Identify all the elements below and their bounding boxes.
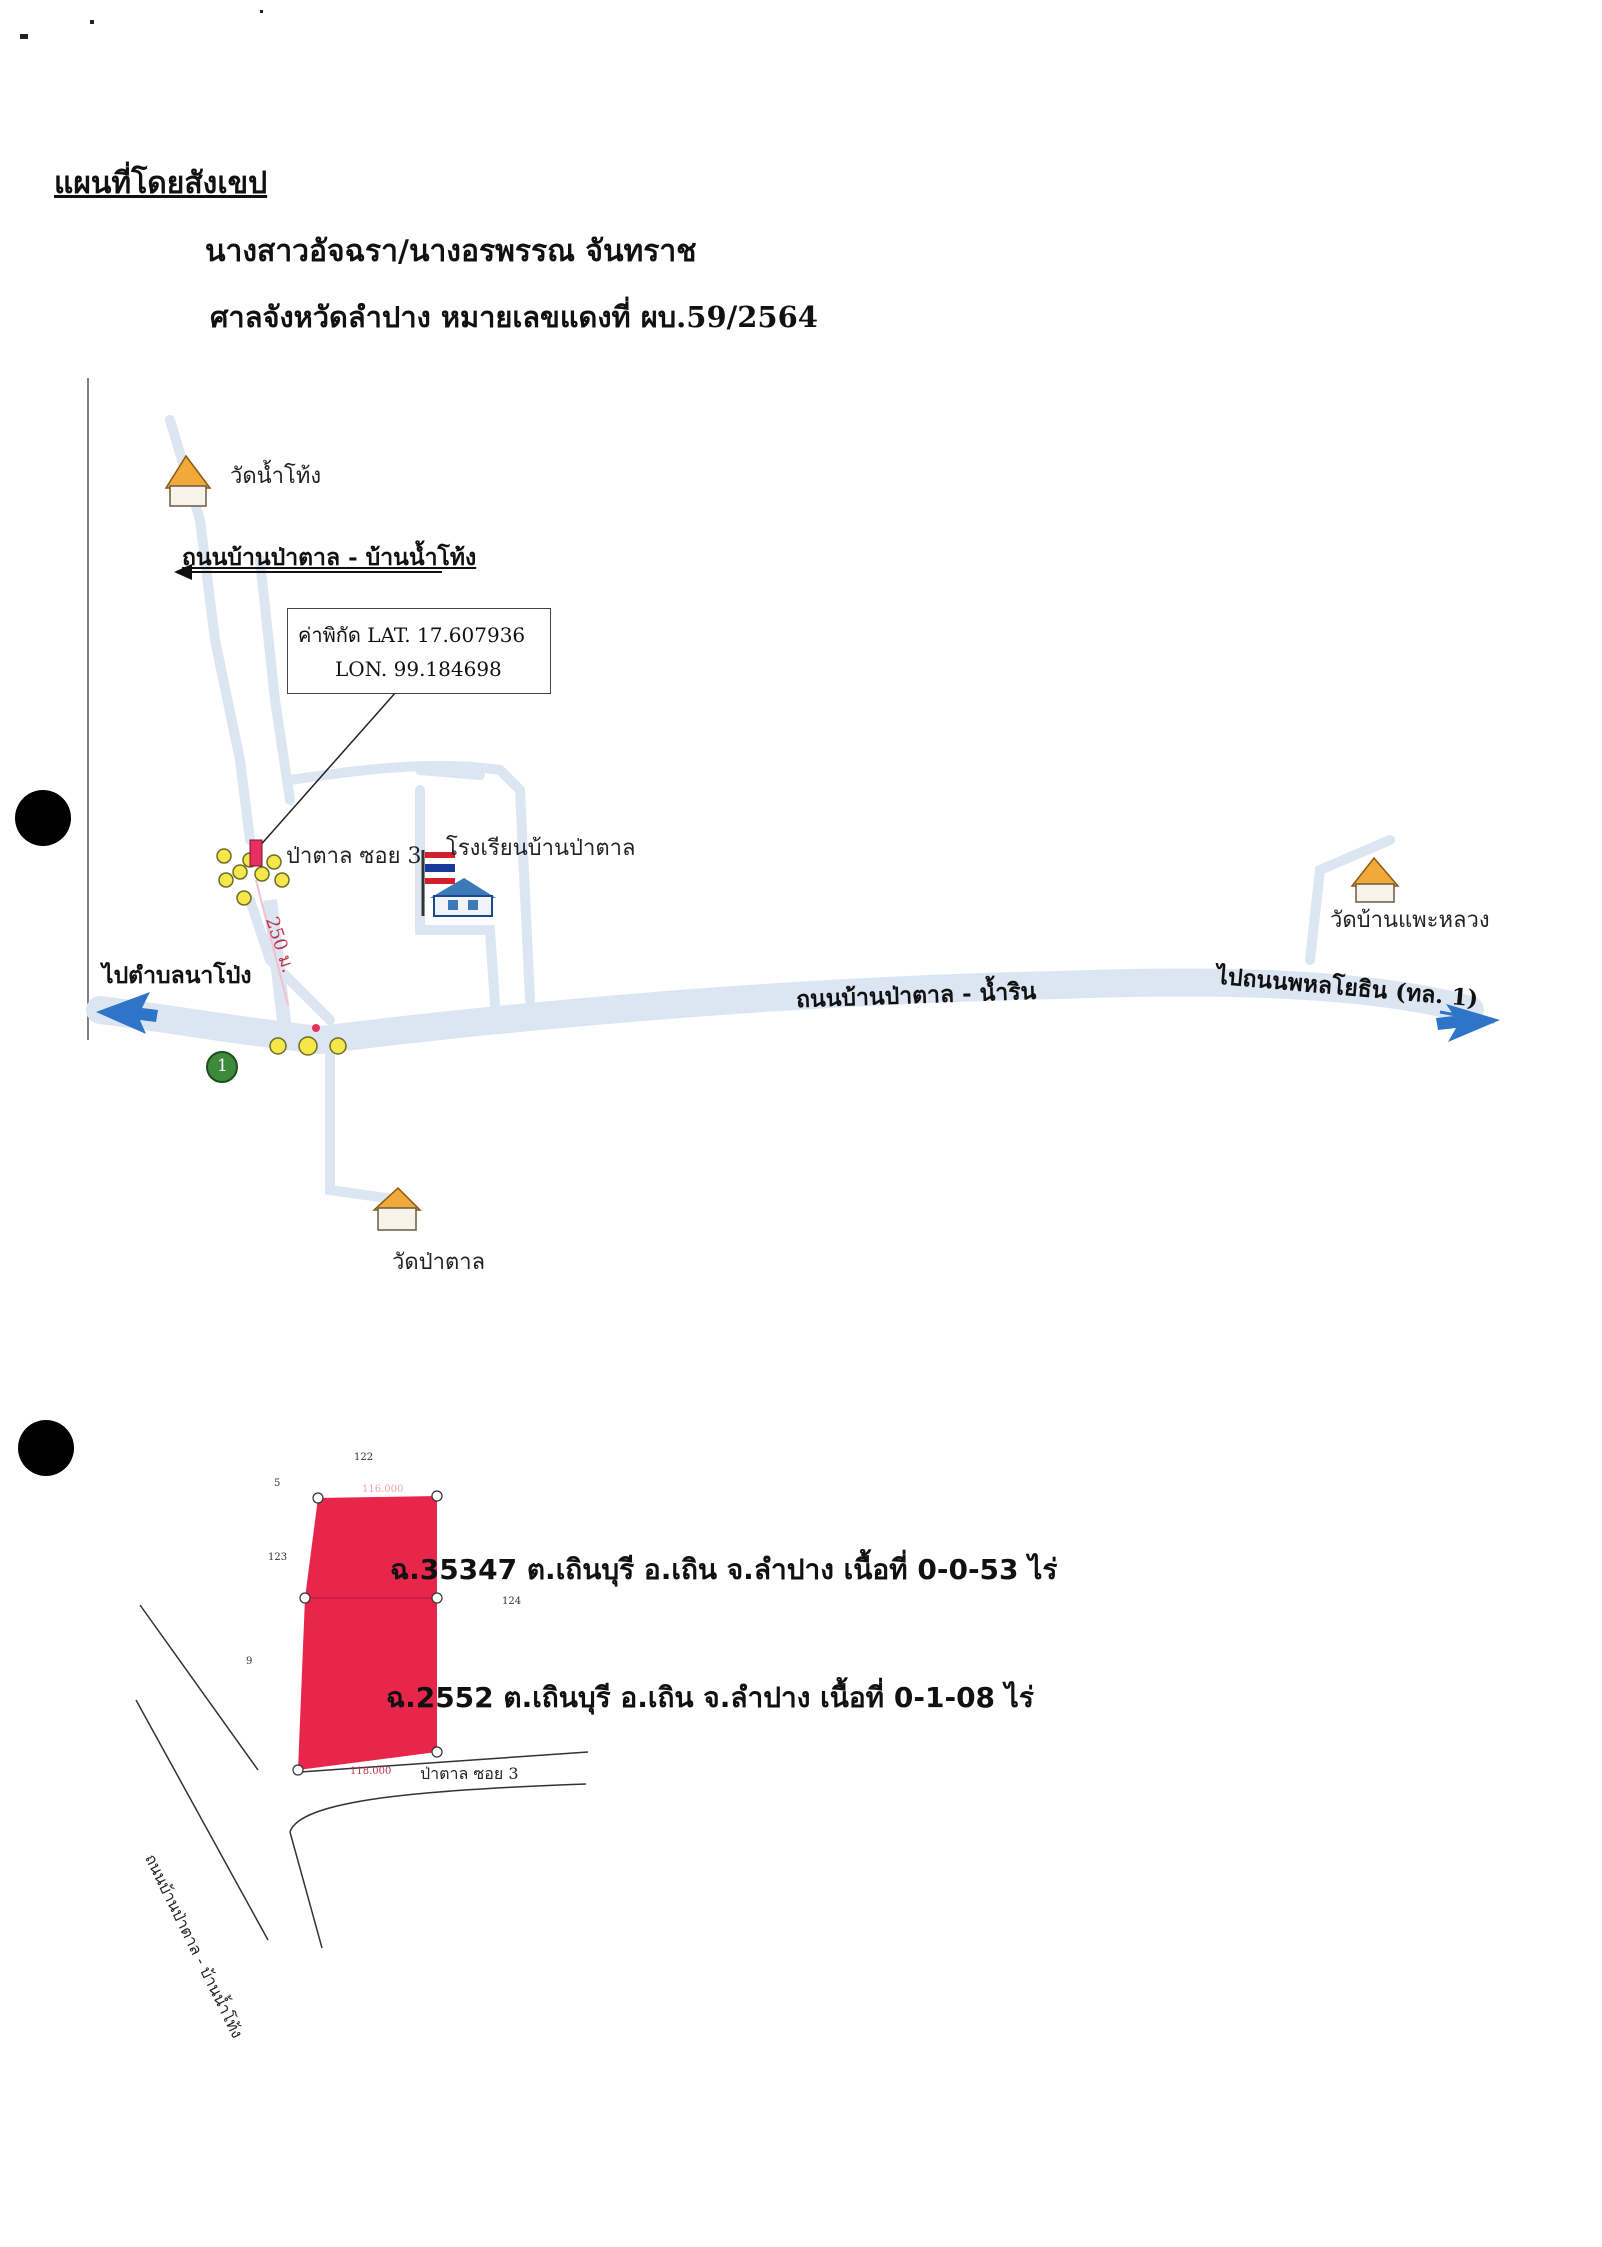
temple-icon-right: [1350, 856, 1400, 903]
location-map: [86, 378, 1500, 1231]
parcel-diagram: [135, 1490, 589, 1949]
coordinate-box: ค่าพิกัด LAT. 17.607936 LON. 99.184698: [287, 608, 551, 694]
dim-top: 116.000: [362, 1484, 404, 1495]
label-soi: ป่าตาล ซอย 3: [286, 844, 422, 869]
label-temple-top: วัดน้ำโท้ง: [230, 464, 322, 489]
arrow-right-icon: [1436, 1004, 1500, 1042]
label-school: โรงเรียนบ้านป่าตาล: [446, 836, 636, 861]
deed-label-2: ฉ.2552 ต.เถินบุรี อ.เถิน จ.ลำปาง เนื้อที…: [386, 1681, 1034, 1714]
neighbor-9: 9: [246, 1656, 253, 1667]
green-marker: [206, 1051, 238, 1083]
coord-lon: LON. 99.184698: [335, 657, 502, 681]
court-case: ศาลจังหวัดลำปาง หมายเลขแดงที่ ผบ.59/2564: [210, 300, 818, 334]
side-roads: [165, 415, 1395, 1205]
scan-speck: [90, 20, 94, 24]
neighbor-122: 122: [354, 1452, 374, 1463]
label-to-left: ไปตำบลนาโป่ง: [102, 962, 252, 989]
school-icon: [421, 850, 496, 917]
coord-lat: LAT. 17.607936: [367, 623, 526, 647]
scan-speck: [260, 10, 263, 13]
temple-icon-top: [164, 454, 212, 507]
label-temple-right: วัดบ้านแพะหลวง: [1330, 908, 1490, 933]
page-heading: แผนที่โดยสังเขป: [54, 166, 268, 201]
dim-bottom: 118.000: [350, 1766, 392, 1777]
neighbor-5: 5: [274, 1478, 281, 1489]
scan-speck: [20, 34, 28, 39]
green-marker-number: 1: [217, 1056, 228, 1076]
main-road: [86, 968, 1484, 1055]
label-road-north: ถนนบ้านป่าตาล - บ้านน้ำโท้ง: [182, 544, 477, 571]
arrow-left-icon: [96, 992, 158, 1034]
binder-hole: [15, 790, 71, 846]
coord-pointer-line: [257, 691, 397, 849]
target-plot-marker: [249, 839, 263, 867]
north-road-arrowhead: [174, 564, 192, 580]
corner-markers: [292, 1490, 443, 1776]
deed-label-1: ฉ.35347 ต.เถินบุรี อ.เถิน จ.ลำปาง เนื้อท…: [390, 1553, 1058, 1586]
parcel-upper: [305, 1496, 437, 1598]
label-temple-bottom: วัดป่าตาล: [392, 1250, 486, 1275]
binder-hole: [18, 1420, 74, 1476]
parcel-soi-label: ป่าตาล ซอย 3: [420, 1764, 519, 1783]
coord-label: ค่าพิกัด LAT. 17.607936: [298, 623, 526, 647]
temple-icon-bottom: [372, 1186, 422, 1231]
parcel-roads: [135, 1604, 589, 1949]
neighbor-124: 124: [502, 1596, 522, 1607]
neighbor-123: 123: [268, 1552, 288, 1563]
owner-name: นางสาวอัจฉรา/นางอรพรรณ จันทราช: [205, 234, 697, 269]
plot-cluster-road: [269, 1036, 347, 1056]
parcel-lower: [298, 1598, 437, 1770]
